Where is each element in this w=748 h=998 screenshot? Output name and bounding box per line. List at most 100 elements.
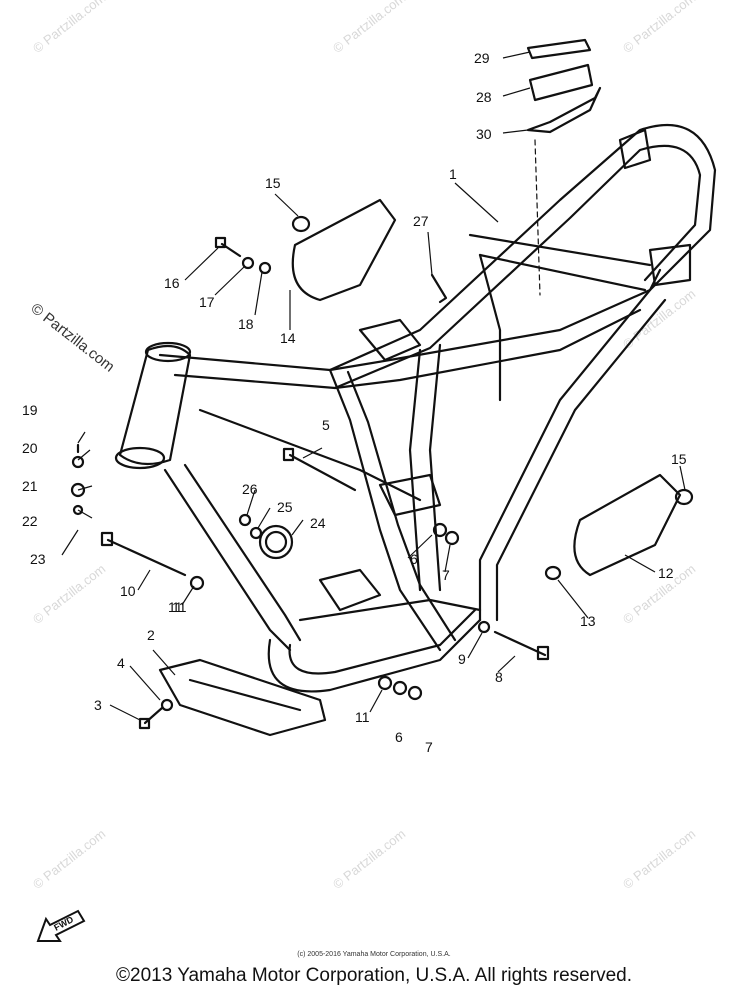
head-stock-bottom [114,446,166,470]
callout-label: 8 [495,669,503,685]
frame-center-tube-inner [346,370,457,642]
callout-label: 9 [458,651,466,667]
grommet-15-top [291,215,311,233]
reflector-24 [258,524,294,560]
frame-top-tube [158,123,717,372]
callout-label: 6 [395,729,403,745]
callout-label: 11 [355,709,370,725]
nut-11-rear [377,675,393,691]
skid-plate [158,658,327,737]
frame-upper-rail [328,268,662,372]
callout-label: 18 [238,316,254,332]
callout-label: 24 [310,515,326,531]
frame-rear-tube-inner [428,343,442,592]
callout-label: 25 [277,499,293,515]
frame-cradle-bottom [267,618,482,693]
callout-label: 27 [413,213,429,229]
frame-brace [198,408,422,502]
callout-label: 5 [322,417,330,433]
frame-down-tube-inner [183,463,302,642]
callout-label: 17 [199,294,215,310]
strap-29 [526,38,592,60]
callout-label: 16 [164,275,180,291]
callout-label: 10 [120,583,136,599]
small-copyright-text: (c) 2005-2016 Yamaha Motor Corporation, … [297,951,451,958]
callout-label: 13 [580,613,596,629]
seat-center-line [534,139,541,296]
frame-down-tube [163,468,292,652]
bolt-3 [143,706,164,725]
callout-label: 19 [22,402,38,418]
callout-label: 4 [117,655,125,671]
washer-18 [258,261,272,275]
copyright-text: ©2013 Yamaha Motor Corporation, U.S.A. A… [116,965,632,986]
nut-7-rear [407,685,423,701]
washer-9 [477,620,491,634]
callout-label: 15 [265,175,281,191]
washer-6-rear [392,680,408,696]
washer-4 [160,698,174,712]
callout-label: 11 [168,599,183,615]
frame-cradle-bottom-inner [288,608,477,675]
side-cover-left [291,198,397,302]
reflector-24-inner [264,530,288,554]
frame-rear-stay-inner [495,298,667,622]
frame-engine-mount [378,473,442,517]
callout-label: 26 [242,481,258,497]
callout-label: 11 [172,599,187,615]
frame-rear-mount [618,128,652,170]
frame-top-tube-inner [173,144,702,390]
nut-25 [249,526,263,540]
washer-6-mid [432,522,448,538]
callout-label: 22 [22,513,38,529]
bolt-10-head [100,531,114,547]
frame-mid-tube [478,253,502,402]
callout-label: 29 [474,50,490,66]
grommet-13 [544,565,562,581]
frame-rear-mount-2 [648,243,692,287]
head-stock [118,344,192,466]
frame-rear-tube [408,348,422,592]
washer-17 [241,256,255,270]
callout-label: 15 [671,451,687,467]
part-22 [72,504,84,516]
callout-label: 2 [147,627,155,643]
callout-label: 30 [476,126,492,142]
nut-7-mid [444,530,460,546]
frame-cross-tube-2 [478,253,647,292]
bracket-30 [526,86,602,134]
callout-label: 7 [442,567,450,583]
callout-label: 1 [449,166,457,182]
callout-label: 14 [280,330,296,346]
part-20 [71,455,85,469]
head-stock-top [144,341,192,363]
side-cover-right [573,473,682,577]
frame-center-tube [328,368,442,652]
bolt-8-head [536,645,550,661]
grommet-15-right [674,488,694,506]
frame-tank-mount [358,318,422,362]
pad-28 [528,63,594,102]
bolt-5-head [282,447,295,462]
callout-label: 23 [30,551,46,567]
bolt-8 [493,630,547,657]
callout-label: 7 [425,739,433,755]
bracket-27 [430,273,448,304]
skid-plate-inner [188,678,302,712]
bolt-10 [106,538,187,577]
washer-26 [238,513,252,527]
bolt-5 [288,453,357,492]
callout-label: 28 [476,89,492,105]
callout-label: 21 [22,478,38,494]
callout-label: 6 [410,551,418,567]
bolt-3-head [138,717,151,730]
forward-arrow-icon: FWD [34,907,86,947]
callout-label: 20 [22,440,38,456]
bolt-16-head [214,236,227,249]
callout-label: 3 [94,697,102,713]
frame-swingarm-bracket [318,568,382,612]
nut-11-front [189,575,205,591]
callout-label: 12 [658,565,674,581]
frame-rear-stay [478,288,652,622]
